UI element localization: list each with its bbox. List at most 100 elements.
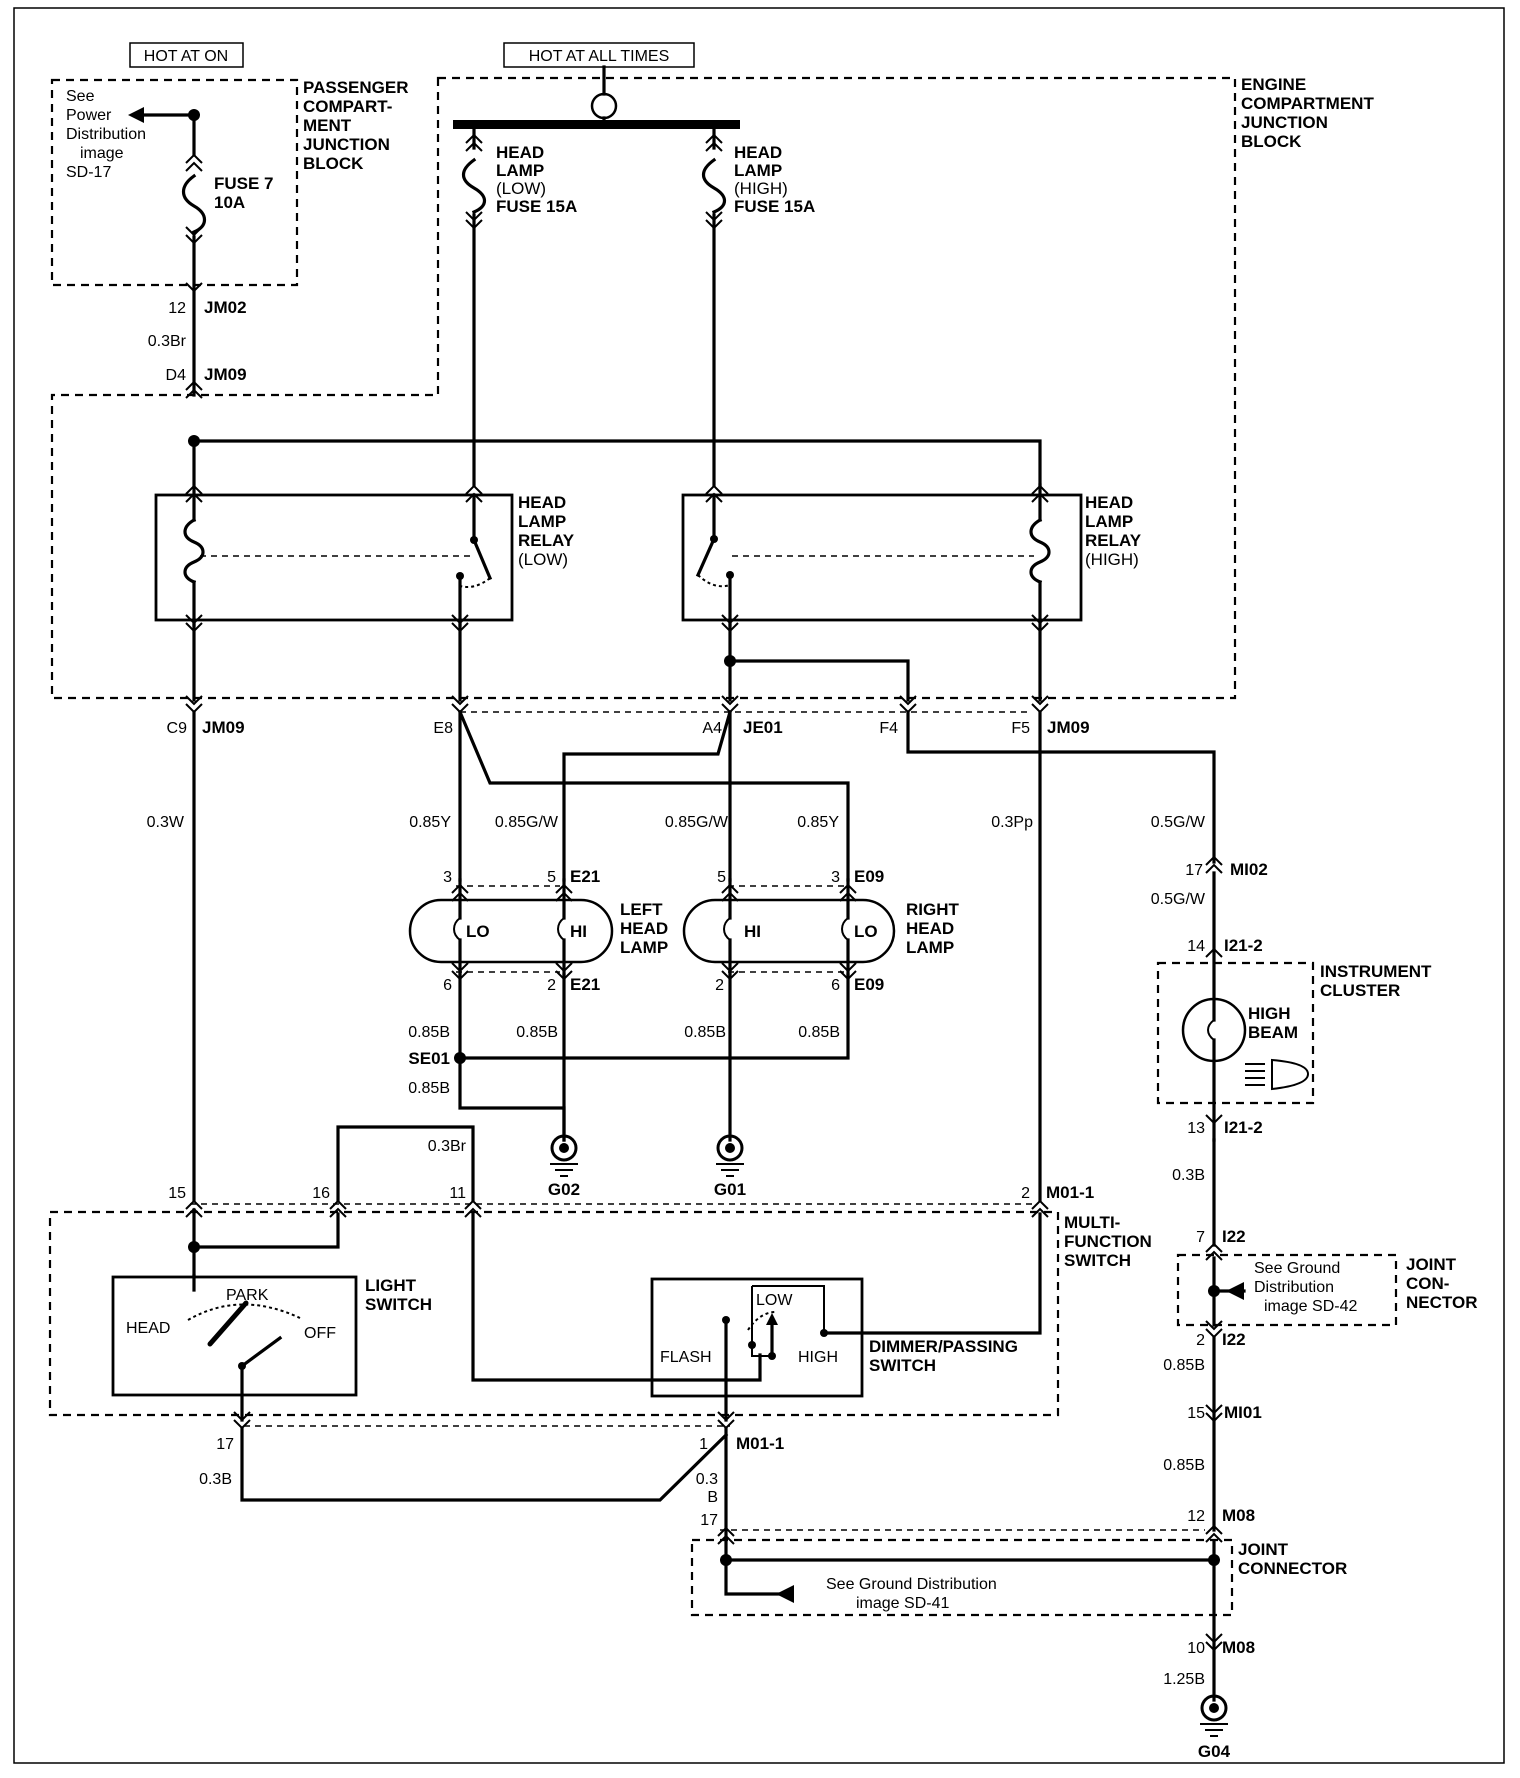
light-switch-lever-head <box>207 1300 249 1347</box>
pin-label: 15 <box>1187 1405 1205 1422</box>
right-headlamp-body <box>682 898 896 964</box>
hot-at-on-box <box>129 42 244 68</box>
hot-at-all-times-label: HOT AT ALL TIMES <box>529 48 670 65</box>
pin-label: 2 <box>715 977 724 994</box>
connector-i21-2-label: I21-2 <box>1224 1118 1263 1137</box>
pin-label: 17 <box>700 1512 718 1529</box>
pin-label: 15 <box>168 1185 186 1202</box>
hot-at-all-times-box <box>503 42 695 68</box>
splice-se01-label: SE01 <box>408 1049 450 1068</box>
dimmer-low-label: LOW <box>756 1292 793 1309</box>
pin-label: 16 <box>312 1185 330 1202</box>
wire-label: 0.3 <box>696 1471 718 1488</box>
ground-g02-symbol <box>550 1134 578 1177</box>
ground-g02-label: G02 <box>548 1180 580 1199</box>
engine-junction-block-outline <box>50 76 1237 700</box>
wire-label: 0.85B <box>1163 1457 1205 1474</box>
power-ref-arrow <box>128 107 144 123</box>
wire-label: 0.85B <box>516 1024 558 1041</box>
fuse-headlamp-low <box>461 157 487 215</box>
battery-source <box>590 92 618 120</box>
relay-high-contact <box>695 536 717 578</box>
wire-label: 0.3B <box>1172 1167 1205 1184</box>
wire-label: 0.85B <box>798 1024 840 1041</box>
pin-label: 7 <box>1196 1229 1205 1246</box>
left-lamp-hi-label: HI <box>570 922 587 941</box>
pin-label: 10 <box>1187 1640 1205 1657</box>
relay-low-contact <box>471 537 493 581</box>
pin-label: 2 <box>1021 1185 1030 1202</box>
connector-jm09-label: JM09 <box>202 718 245 737</box>
high-beam-icon <box>1245 1058 1310 1091</box>
pin-label: 2 <box>547 977 556 994</box>
wire-label: 0.3Br <box>148 333 187 350</box>
connector-e09-label: E09 <box>854 867 884 886</box>
dimmer-flash-label: FLASH <box>660 1349 712 1366</box>
joint-connector-m08-outline <box>690 1538 1234 1617</box>
relay-low-box <box>154 493 514 622</box>
connector-mi01-label: MI01 <box>1224 1403 1262 1422</box>
pin-label: 13 <box>1187 1120 1205 1137</box>
ground-g04-label: G04 <box>1198 1742 1231 1761</box>
connector-jm09-label: JM09 <box>1047 718 1090 737</box>
wire-label: 0.85G/W <box>665 814 729 831</box>
pin-label: 12 <box>1187 1508 1205 1525</box>
pin-label: 3 <box>831 869 840 886</box>
dimmer-passing-switch-box <box>650 1277 864 1398</box>
pin-label: 17 <box>1185 862 1203 879</box>
wire-label: 0.85B <box>684 1024 726 1041</box>
connector-mi02-label: MI02 <box>1230 860 1268 879</box>
connector-i22-label: I22 <box>1222 1330 1246 1349</box>
multi-function-switch-outline <box>48 1210 1060 1417</box>
pin-label: E8 <box>433 720 453 737</box>
connector-i22-label: I22 <box>1222 1227 1246 1246</box>
relay-high-coil <box>1029 517 1051 585</box>
connector-faces <box>190 711 1205 1531</box>
wire-label: 0.85Y <box>797 814 839 831</box>
pin-label: D4 <box>166 367 187 384</box>
fuse-headlamp-high <box>701 157 727 215</box>
connector-e09-label: E09 <box>854 975 884 994</box>
joint-connector-i22-outline <box>1176 1253 1398 1327</box>
pin-label: 3 <box>443 869 452 886</box>
ground-g04-symbol <box>1200 1694 1228 1737</box>
left-headlamp-body <box>408 898 614 964</box>
filament-hi-left <box>557 917 565 941</box>
connector-m01-1-label: M01-1 <box>1046 1183 1094 1202</box>
right-lamp-hi-label: HI <box>744 922 761 941</box>
pin-label: 17 <box>216 1436 234 1453</box>
wire-label: 0.5G/W <box>1151 891 1206 908</box>
pin-label: 11 <box>449 1185 466 1202</box>
hot-bus-bar <box>453 120 740 129</box>
connector-m01-1-label: M01-1 <box>736 1434 784 1453</box>
light-switch-off-label: OFF <box>304 1325 336 1342</box>
wire-label: 0.85G/W <box>495 814 559 831</box>
pin-label: 12 <box>168 300 186 317</box>
pin-label: 6 <box>443 977 452 994</box>
ground-g01-label: G01 <box>714 1180 746 1199</box>
ground-ref-sd41-arrow <box>776 1585 794 1603</box>
multi-function-top-pins <box>185 1199 1049 1218</box>
light-switch-park-label: PARK <box>226 1287 269 1304</box>
wire-label: 0.85B <box>1163 1357 1205 1374</box>
pin-label: 1 <box>699 1436 708 1453</box>
hot-at-on-label: HOT AT ON <box>144 48 228 65</box>
wire-label: 0.3B <box>199 1471 232 1488</box>
connector-i21-2-label: I21-2 <box>1224 936 1263 955</box>
pin-label: F4 <box>879 720 898 737</box>
pin-label: 14 <box>1187 938 1205 955</box>
